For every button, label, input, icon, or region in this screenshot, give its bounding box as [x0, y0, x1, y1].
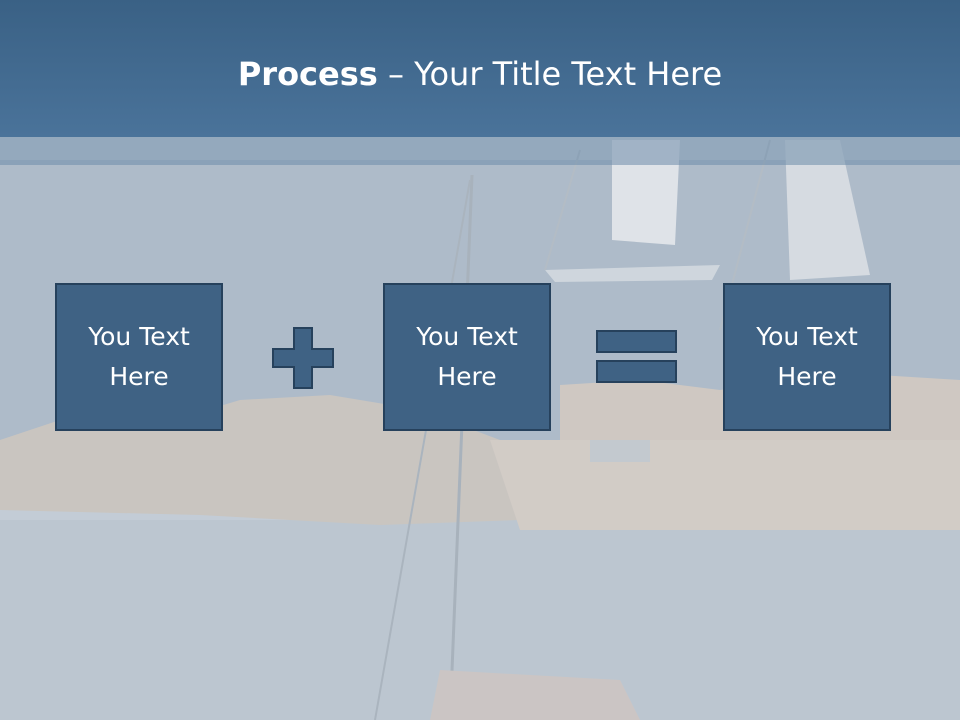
process-box-3-label: You Text Here	[756, 322, 858, 391]
equals-icon	[596, 330, 677, 383]
process-box-1[interactable]: You Text Here	[55, 283, 223, 431]
title-band	[0, 0, 960, 137]
title-rest-text: – Your Title Text Here	[377, 55, 723, 93]
slide-title: Process – Your Title Text Here	[0, 52, 960, 96]
plus-icon	[272, 327, 334, 389]
process-box-2[interactable]: You Text Here	[383, 283, 551, 431]
process-box-1-label: You Text Here	[88, 322, 190, 391]
process-box-3[interactable]: You Text Here	[723, 283, 891, 431]
title-bold-text: Process	[237, 55, 378, 93]
process-box-2-label: You Text Here	[416, 322, 518, 391]
title-band-shadow	[0, 137, 960, 165]
